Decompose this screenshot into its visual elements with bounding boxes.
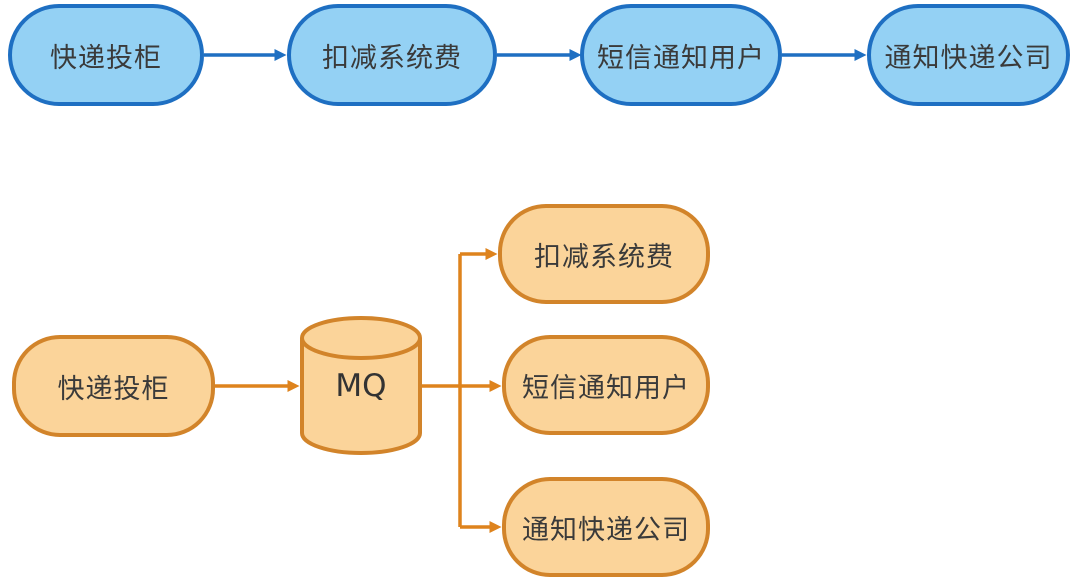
node-label: 快递投柜 (57, 373, 170, 405)
node-notify-express-company-consumer: 通知快递公司 (502, 477, 710, 577)
node-label: 扣减系统费 (534, 241, 674, 273)
node-label: 通知快递公司 (522, 514, 690, 546)
node-express-locker-producer: 快递投柜 (12, 335, 215, 437)
node-deduct-system-fee-sync: 扣减系统费 (287, 4, 497, 106)
node-sms-notify-user-sync: 短信通知用户 (580, 4, 782, 106)
node-label: 扣减系统费 (322, 42, 462, 74)
node-notify-express-company-sync: 通知快递公司 (867, 4, 1070, 106)
node-label: MQ (335, 368, 387, 404)
node-deduct-system-fee-consumer: 扣减系统费 (498, 204, 710, 304)
node-label: 短信通知用户 (597, 42, 765, 74)
node-label: 短信通知用户 (522, 372, 690, 404)
node-express-locker-sync: 快递投柜 (8, 4, 204, 106)
node-label: 通知快递公司 (884, 42, 1053, 74)
node-mq-queue: MQ (302, 362, 420, 410)
node-label: 快递投柜 (50, 42, 162, 74)
node-sms-notify-user-consumer: 短信通知用户 (502, 335, 710, 435)
